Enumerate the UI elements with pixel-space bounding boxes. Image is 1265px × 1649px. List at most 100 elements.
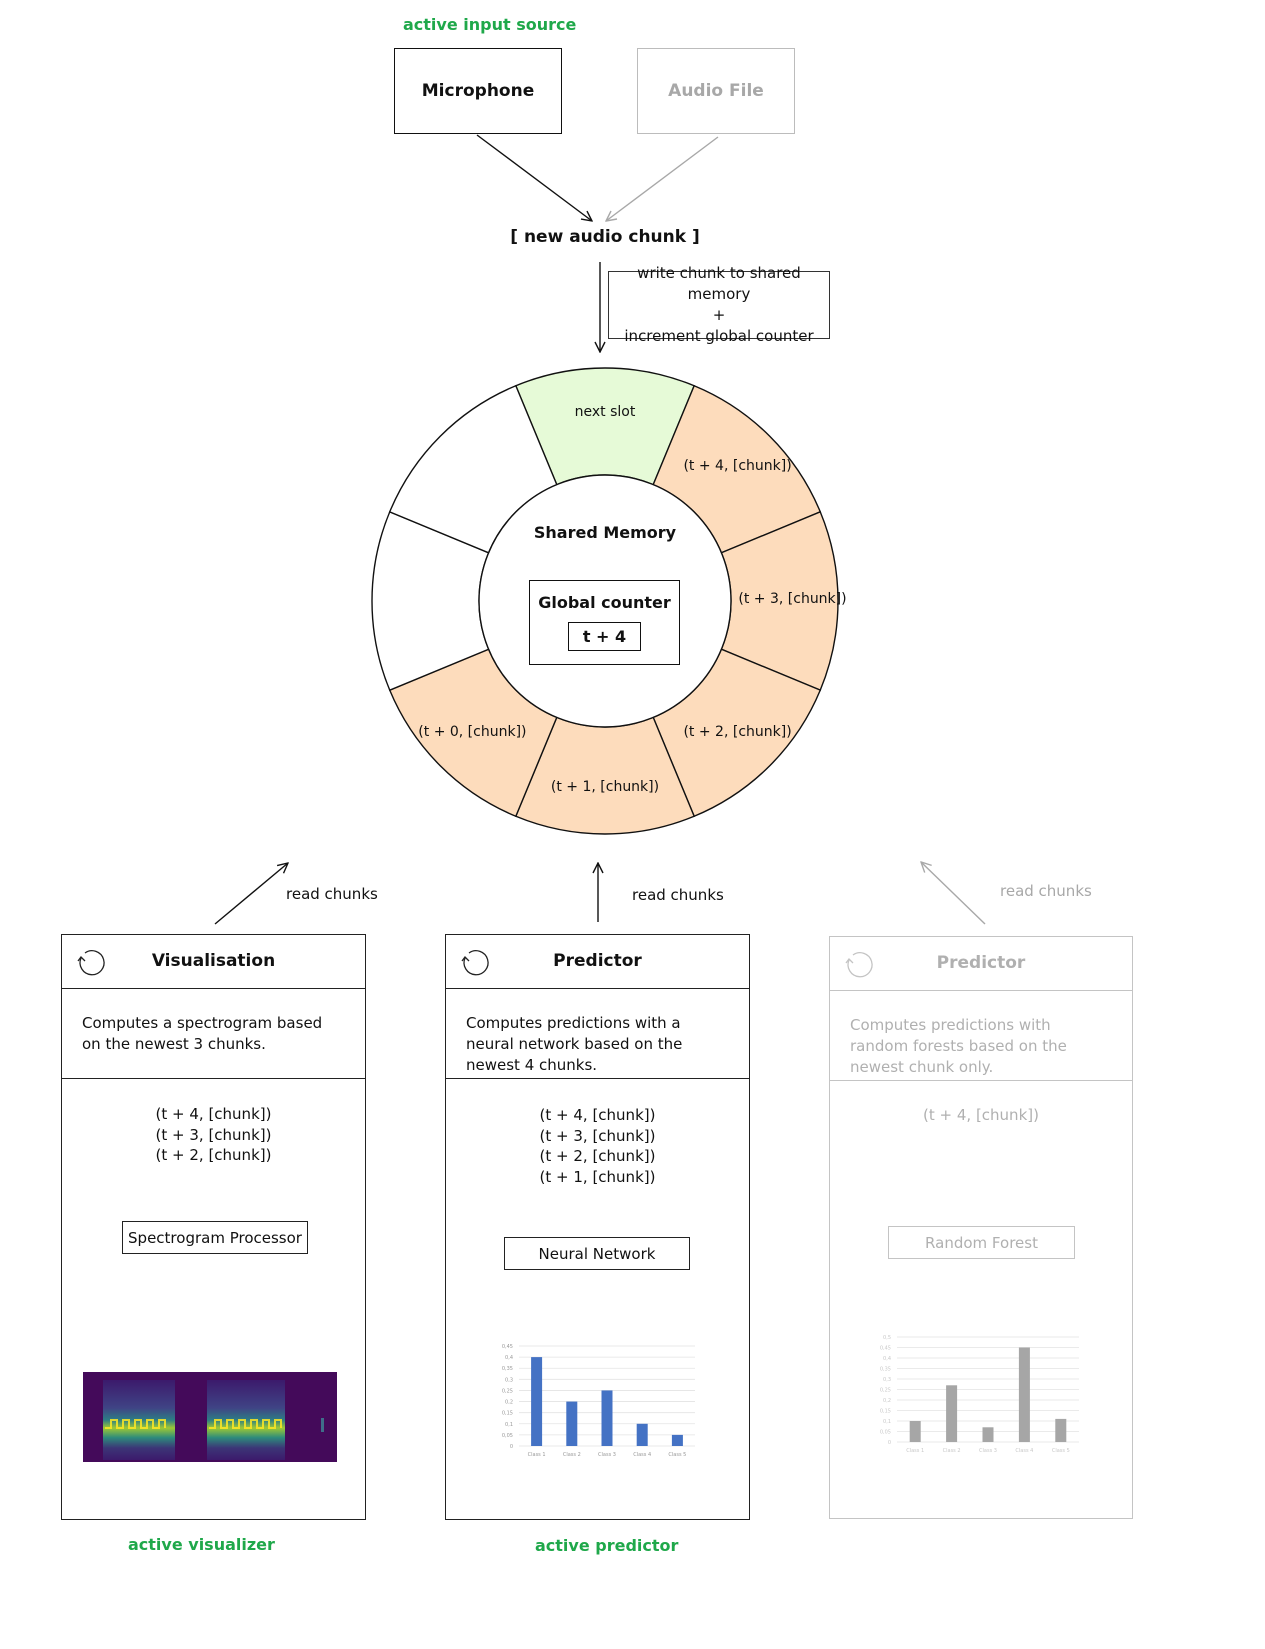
- bar: [636, 1423, 648, 1446]
- x-tick-label: Class 3: [979, 1448, 997, 1454]
- y-tick-label: 0,2: [883, 1398, 891, 1404]
- random-forest-box: Random Forest: [888, 1226, 1075, 1259]
- y-tick-label: 0,4: [505, 1355, 513, 1361]
- x-tick-label: Class 5: [668, 1452, 686, 1458]
- y-tick-label: 0,25: [880, 1388, 891, 1394]
- memory-slot-label: (t + 1, [chunk]): [550, 778, 660, 795]
- file-to-chunk-arrow: [606, 136, 719, 221]
- x-tick-label: Class 2: [563, 1452, 581, 1458]
- write-note-line-3: increment global counter: [624, 327, 814, 345]
- chunk-item: (t + 4, [chunk]): [539, 1106, 656, 1124]
- spectrogram-image: [83, 1372, 337, 1462]
- random-forest-label: Random Forest: [925, 1233, 1038, 1252]
- visualisation-chunk-list: (t + 4, [chunk]) (t + 3, [chunk]) (t + 2…: [62, 1104, 365, 1166]
- x-tick-label: Class 4: [1015, 1448, 1033, 1454]
- x-tick-label: Class 1: [528, 1452, 546, 1458]
- y-tick-label: 0,1: [505, 1422, 513, 1428]
- bar: [982, 1427, 994, 1442]
- chunk-item: (t + 2, [chunk]): [539, 1147, 656, 1165]
- audio-file-label: Audio File: [668, 81, 764, 101]
- x-tick-label: Class 3: [598, 1452, 616, 1458]
- nn-card-desc: Computes predictions with a neural netwo…: [446, 988, 749, 1079]
- y-tick-label: 0,15: [502, 1411, 513, 1417]
- memory-slot-label: next slot: [574, 403, 636, 420]
- visualisation-card-header: Visualisation: [62, 935, 365, 989]
- bar: [566, 1401, 578, 1446]
- audio-file-box[interactable]: Audio File: [637, 48, 795, 134]
- x-tick-label: Class 1: [906, 1448, 924, 1454]
- bar: [1018, 1347, 1030, 1442]
- y-tick-label: 0,05: [502, 1433, 513, 1439]
- refresh-icon[interactable]: [458, 945, 494, 979]
- x-tick-label: Class 4: [633, 1452, 651, 1458]
- refresh-icon[interactable]: [74, 945, 110, 979]
- x-tick-label: Class 5: [1052, 1448, 1070, 1454]
- memory-slot-label: (t + 4, [chunk]): [683, 458, 792, 475]
- y-tick-label: 0,1: [883, 1419, 891, 1425]
- rf-card-header: Predictor: [830, 937, 1132, 991]
- y-tick-label: 0,45: [880, 1346, 891, 1352]
- read-chunks-label-nn: read chunks: [632, 886, 724, 904]
- chunk-item: (t + 2, [chunk]): [155, 1146, 272, 1164]
- bar: [601, 1390, 613, 1446]
- nn-card-header: Predictor: [446, 935, 749, 989]
- read-chunks-label-visual: read chunks: [286, 885, 378, 903]
- nn-chunk-list: (t + 4, [chunk]) (t + 3, [chunk]) (t + 2…: [446, 1105, 749, 1187]
- nn-card-title: Predictor: [553, 951, 642, 971]
- rf-card-desc: Computes predictions with random forests…: [830, 990, 1132, 1081]
- visualisation-card-desc: Computes a spectrogram based on the newe…: [62, 988, 365, 1079]
- chunk-item: (t + 3, [chunk]): [539, 1126, 656, 1145]
- y-tick-label: 0,15: [880, 1409, 891, 1415]
- y-tick-label: 0,35: [880, 1367, 891, 1373]
- global-counter-box: Global counter t + 4: [529, 580, 680, 665]
- memory-slot-label: (t + 2, [chunk]): [683, 723, 792, 740]
- bar: [1055, 1418, 1067, 1442]
- chunk-item: (t + 4, [chunk]): [923, 1106, 1039, 1124]
- y-tick-label: 0,45: [502, 1344, 513, 1350]
- active-visualizer-label: active visualizer: [128, 1535, 275, 1554]
- visualisation-card-title: Visualisation: [151, 951, 276, 971]
- bar: [946, 1385, 958, 1442]
- read-chunks-label-rf: read chunks: [1000, 882, 1092, 900]
- x-tick-label: Class 2: [943, 1448, 961, 1454]
- memory-slot-label: (t + 0, [chunk]): [418, 723, 527, 740]
- neural-network-label: Neural Network: [538, 1244, 656, 1263]
- shared-memory-title: Shared Memory: [533, 523, 677, 542]
- memory-slot-label: (t + 3, [chunk]): [738, 591, 847, 607]
- y-tick-label: 0,5: [883, 1335, 891, 1341]
- chunk-item: (t + 4, [chunk]): [155, 1105, 272, 1123]
- rf-read-arrow: [921, 862, 986, 925]
- bar: [671, 1434, 683, 1446]
- rf-predictor-card: Predictor Computes predictions with rand…: [829, 936, 1133, 1519]
- write-note-line-2: +: [712, 306, 726, 324]
- spectrogram-processor-box: Spectrogram Processor: [122, 1221, 308, 1254]
- refresh-icon[interactable]: [842, 947, 878, 981]
- y-tick-label: 0,4: [883, 1356, 891, 1362]
- visual-read-arrow: [214, 863, 288, 925]
- active-input-source-label: active input source: [403, 15, 577, 34]
- write-note-line-1: write chunk to shared memory: [637, 264, 801, 303]
- y-tick-label: 0,2: [505, 1400, 513, 1406]
- mic-to-chunk-arrow: [476, 134, 592, 221]
- chunk-item: (t + 1, [chunk]): [539, 1167, 656, 1186]
- y-tick-label: 0,25: [502, 1388, 513, 1394]
- microphone-box[interactable]: Microphone: [394, 48, 562, 134]
- chunk-item: (t + 3, [chunk]): [155, 1125, 272, 1144]
- y-tick-label: 0,05: [880, 1430, 891, 1436]
- y-tick-label: 0,3: [883, 1377, 891, 1383]
- y-tick-label: 0: [510, 1444, 513, 1450]
- write-chunk-note: write chunk to shared memory + increment…: [608, 264, 830, 345]
- nn-predictor-card: Predictor Computes predictions with a ne…: [445, 934, 750, 1520]
- y-tick-label: 0: [888, 1440, 891, 1446]
- active-predictor-label: active predictor: [535, 1536, 679, 1555]
- rf-prediction-chart: 0 0,05 0,1 0,15 0,2 0,25 0,3 0,35 0,4 0,45 0,5Clas…: [880, 1335, 1079, 1454]
- bar: [909, 1421, 921, 1442]
- microphone-label: Microphone: [421, 81, 535, 101]
- rf-card-title: Predictor: [936, 953, 1026, 973]
- y-tick-label: 0,3: [505, 1377, 513, 1383]
- visualisation-card: Visualisation Computes a spectrogram bas…: [61, 934, 366, 1520]
- spectrogram-processor-label: Spectrogram Processor: [128, 1228, 302, 1247]
- rf-chunk-list: (t + 4, [chunk]): [830, 1105, 1132, 1126]
- y-tick-label: 0,35: [502, 1366, 513, 1372]
